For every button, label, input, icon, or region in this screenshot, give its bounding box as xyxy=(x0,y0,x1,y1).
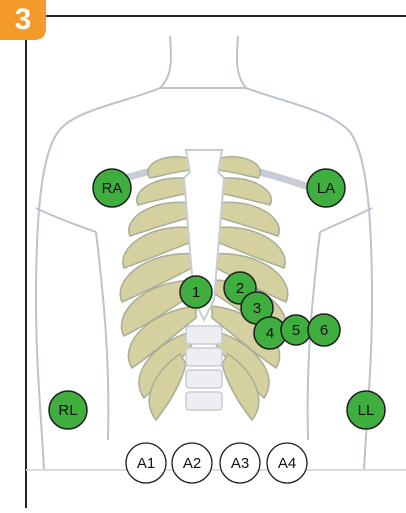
right-armpit-line xyxy=(320,208,372,232)
electrode-a1: A1 xyxy=(126,443,166,483)
electrode-v1: 1 xyxy=(180,276,212,308)
electrode-rl-label: RL xyxy=(58,402,77,419)
electrode-a2-label: A2 xyxy=(183,455,201,472)
electrode-ll-label: LL xyxy=(358,402,375,419)
step-number: 3 xyxy=(0,2,46,38)
left-armpit-line xyxy=(36,208,96,232)
electrode-v6: 6 xyxy=(308,314,340,346)
electrode-v6-label: 6 xyxy=(320,322,328,339)
electrode-rl: RL xyxy=(49,391,87,429)
electrode-a3-label: A3 xyxy=(231,455,249,472)
electrode-v5-label: 5 xyxy=(292,322,300,339)
left-arm-inner-line xyxy=(96,232,108,440)
neck-outline xyxy=(160,36,246,88)
electrode-a1-label: A1 xyxy=(137,455,155,472)
electrode-ra: RA xyxy=(93,169,131,207)
electrode-a3: A3 xyxy=(220,443,260,483)
electrode-ra-label: RA xyxy=(102,180,123,197)
electrode-a2: A2 xyxy=(172,443,212,483)
electrode-v5: 5 xyxy=(281,315,311,345)
electrode-a4: A4 xyxy=(267,443,307,483)
electrode-a4-label: A4 xyxy=(278,455,296,472)
electrode-v1-label: 1 xyxy=(192,284,200,301)
electrode-ll: LL xyxy=(347,391,385,429)
electrode-v3-label: 3 xyxy=(253,300,261,317)
electrode-la: LA xyxy=(307,169,345,207)
electrode-v4-label: 4 xyxy=(266,325,274,342)
electrode-la-label: LA xyxy=(317,180,335,197)
electrode-v2-label: 2 xyxy=(236,280,244,297)
